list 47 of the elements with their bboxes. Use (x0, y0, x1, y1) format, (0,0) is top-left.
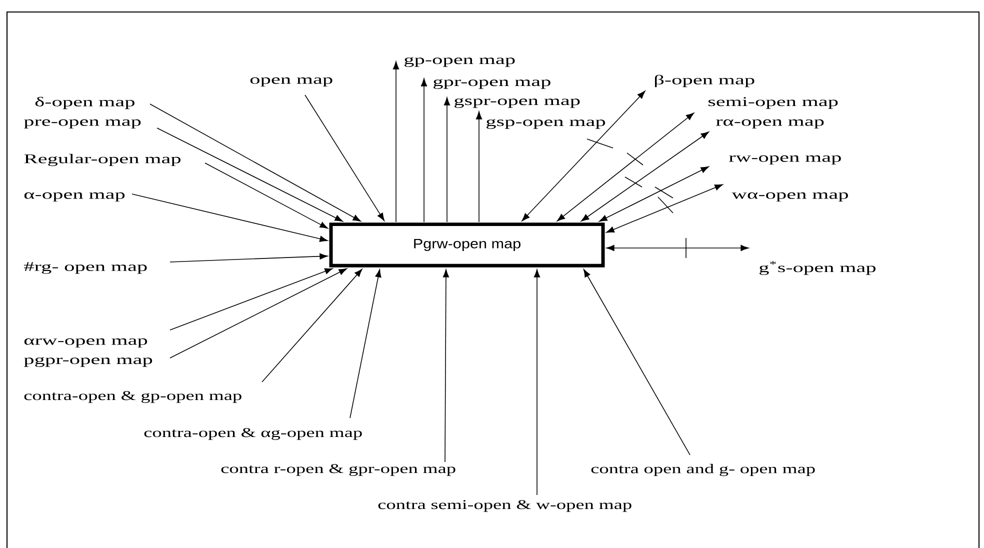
node-label: open map (250, 77, 332, 87)
arrow (583, 269, 690, 456)
node-label: gspr-open map (454, 98, 580, 108)
node-label: g$^{*}$s-open map (760, 261, 876, 275)
arrow (350, 269, 382, 418)
node-label: Regular-open map (24, 154, 180, 166)
arrow (170, 268, 333, 330)
node-label: gpr-open map (434, 79, 550, 89)
arrow (170, 253, 328, 262)
node-label: rα-open map (716, 119, 824, 129)
node-label: wα-open map (732, 192, 848, 202)
arrow (442, 269, 450, 462)
node-label: contra-open & αg-open map (144, 428, 362, 440)
arrow (392, 61, 400, 222)
arrow (262, 268, 362, 382)
node-label: contra r-open & gpr-open map (221, 464, 456, 476)
node-label: #rg- open map (24, 262, 147, 274)
process-box: Pgrw-open map (329, 222, 605, 268)
arrow (170, 268, 347, 358)
arrow (556, 112, 694, 222)
node-label: rw-open map (729, 155, 841, 165)
arrow (420, 78, 428, 222)
node-label: αrw-open map (24, 338, 148, 348)
arrow (156, 128, 343, 222)
arrow (150, 104, 361, 222)
node-label: gsp-open map (486, 119, 606, 129)
node-label: α-open map (24, 192, 125, 202)
node-label: contra semi-open & w-open map (378, 500, 632, 512)
arrow (606, 244, 749, 252)
arrow (581, 132, 709, 222)
arrow (476, 111, 482, 222)
arrow (522, 90, 646, 222)
arrow (606, 184, 723, 233)
arrow (444, 97, 450, 222)
node-label: semi-open map (708, 97, 838, 109)
node-label: β-open map (655, 74, 754, 88)
node-label: δ-open map (35, 96, 134, 110)
node-label: pgpr-open map (24, 357, 152, 367)
arrow (304, 94, 384, 221)
arrow (204, 162, 328, 229)
node-label: pre-open map (24, 119, 141, 129)
node-label: contra open and g- open map (591, 464, 815, 476)
arrow (132, 194, 328, 242)
arrow (599, 166, 709, 222)
arrow (534, 269, 540, 496)
node-label: contra-open & gp-open map (24, 391, 242, 403)
node-label: gp-open map (404, 57, 515, 67)
